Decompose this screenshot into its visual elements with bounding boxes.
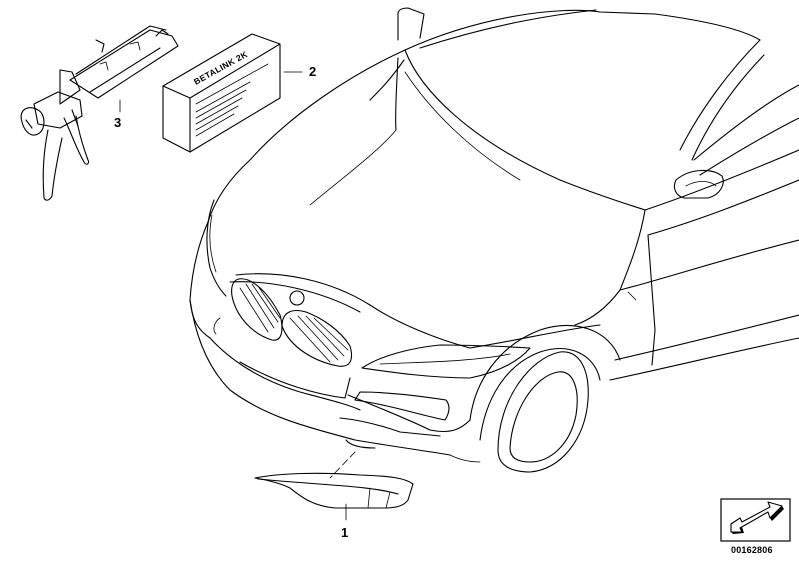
callout-part-2: 2 [309, 64, 317, 79]
car-front-icon [189, 7, 799, 479]
cartridge-gun-icon [20, 25, 179, 201]
spoiler-flap-icon [254, 472, 414, 521]
document-number: 00162806 [731, 545, 773, 555]
adhesive-box-icon [162, 33, 303, 153]
callout-part-1: 1 [341, 525, 349, 540]
callout-part-3: 3 [114, 115, 122, 130]
return-arrow-icon[interactable] [720, 498, 791, 542]
